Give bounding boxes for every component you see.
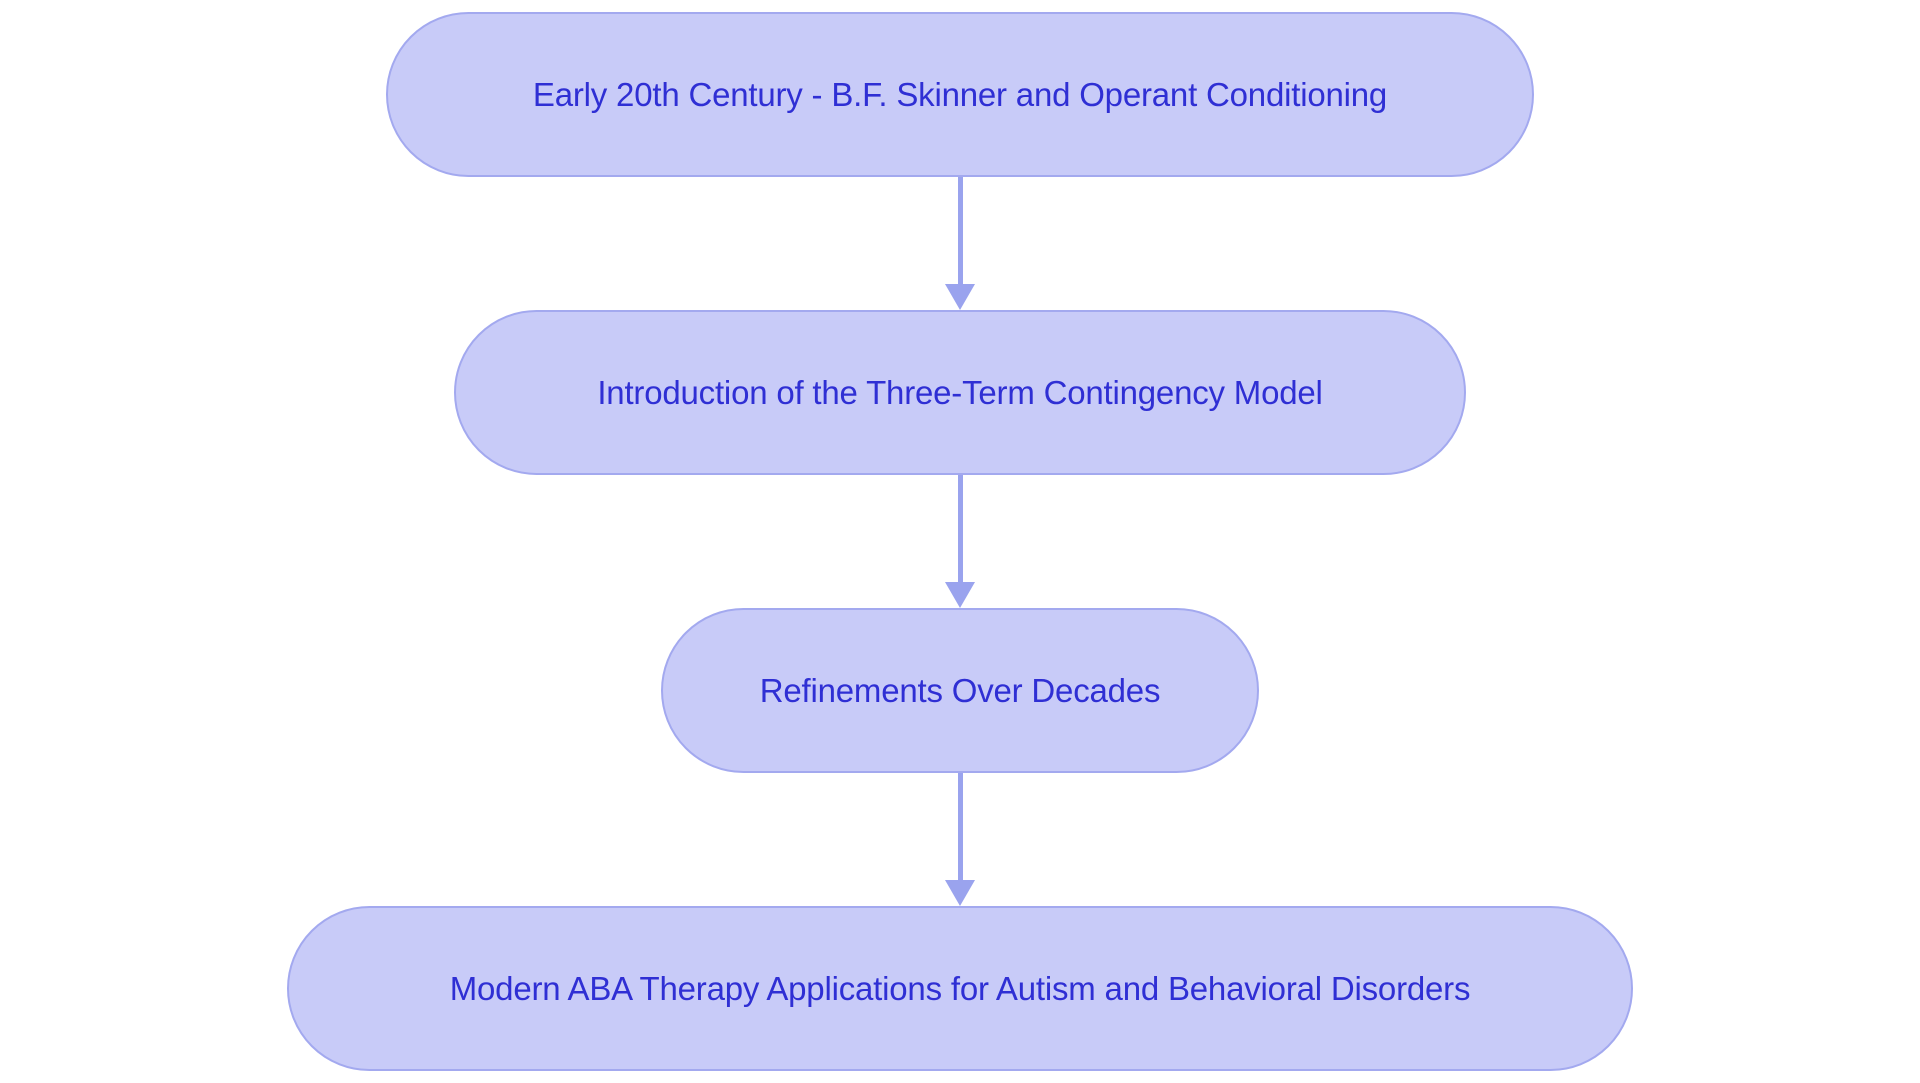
flow-connector-1: [945, 177, 975, 310]
flow-node-2[interactable]: Introduction of the Three-Term Contingen…: [454, 310, 1466, 475]
down-arrow-icon: [945, 582, 975, 608]
flow-node-4-label: Modern ABA Therapy Applications for Auti…: [449, 970, 1471, 1007]
flow-node-2-label: Introduction of the Three-Term Contingen…: [597, 374, 1323, 411]
down-arrow-icon: [945, 284, 975, 310]
flow-connector-2: [945, 475, 975, 608]
flow-node-3-label: Refinements Over Decades: [759, 672, 1161, 709]
down-arrow-icon: [945, 880, 975, 906]
flow-node-1[interactable]: Early 20th Century - B.F. Skinner and Op…: [386, 12, 1534, 177]
flow-node-3[interactable]: Refinements Over Decades: [661, 608, 1259, 773]
flow-node-1-label: Early 20th Century - B.F. Skinner and Op…: [532, 76, 1388, 113]
connector-line-1: [957, 177, 963, 285]
flow-node-4[interactable]: Modern ABA Therapy Applications for Auti…: [287, 906, 1633, 1071]
connector-line-2: [957, 475, 963, 583]
connector-line-3: [957, 773, 963, 881]
flow-connector-3: [945, 773, 975, 906]
